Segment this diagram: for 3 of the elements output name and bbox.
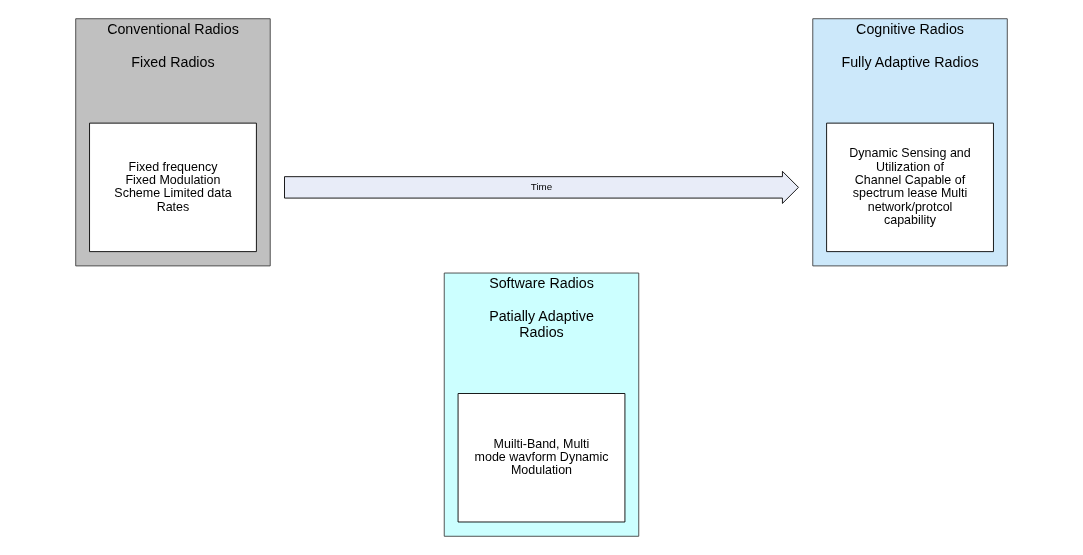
node-box: Muilti-Band, Multi mode wavform Dynamic Modulation [457, 393, 626, 523]
node-box: Fixed frequency Fixed Modulation Scheme Limited data Rates [89, 122, 257, 253]
node-box: Dynamic Sensing and Utilization of Channel Capable of spectrum lease Multi network/protcol capability [826, 122, 994, 253]
